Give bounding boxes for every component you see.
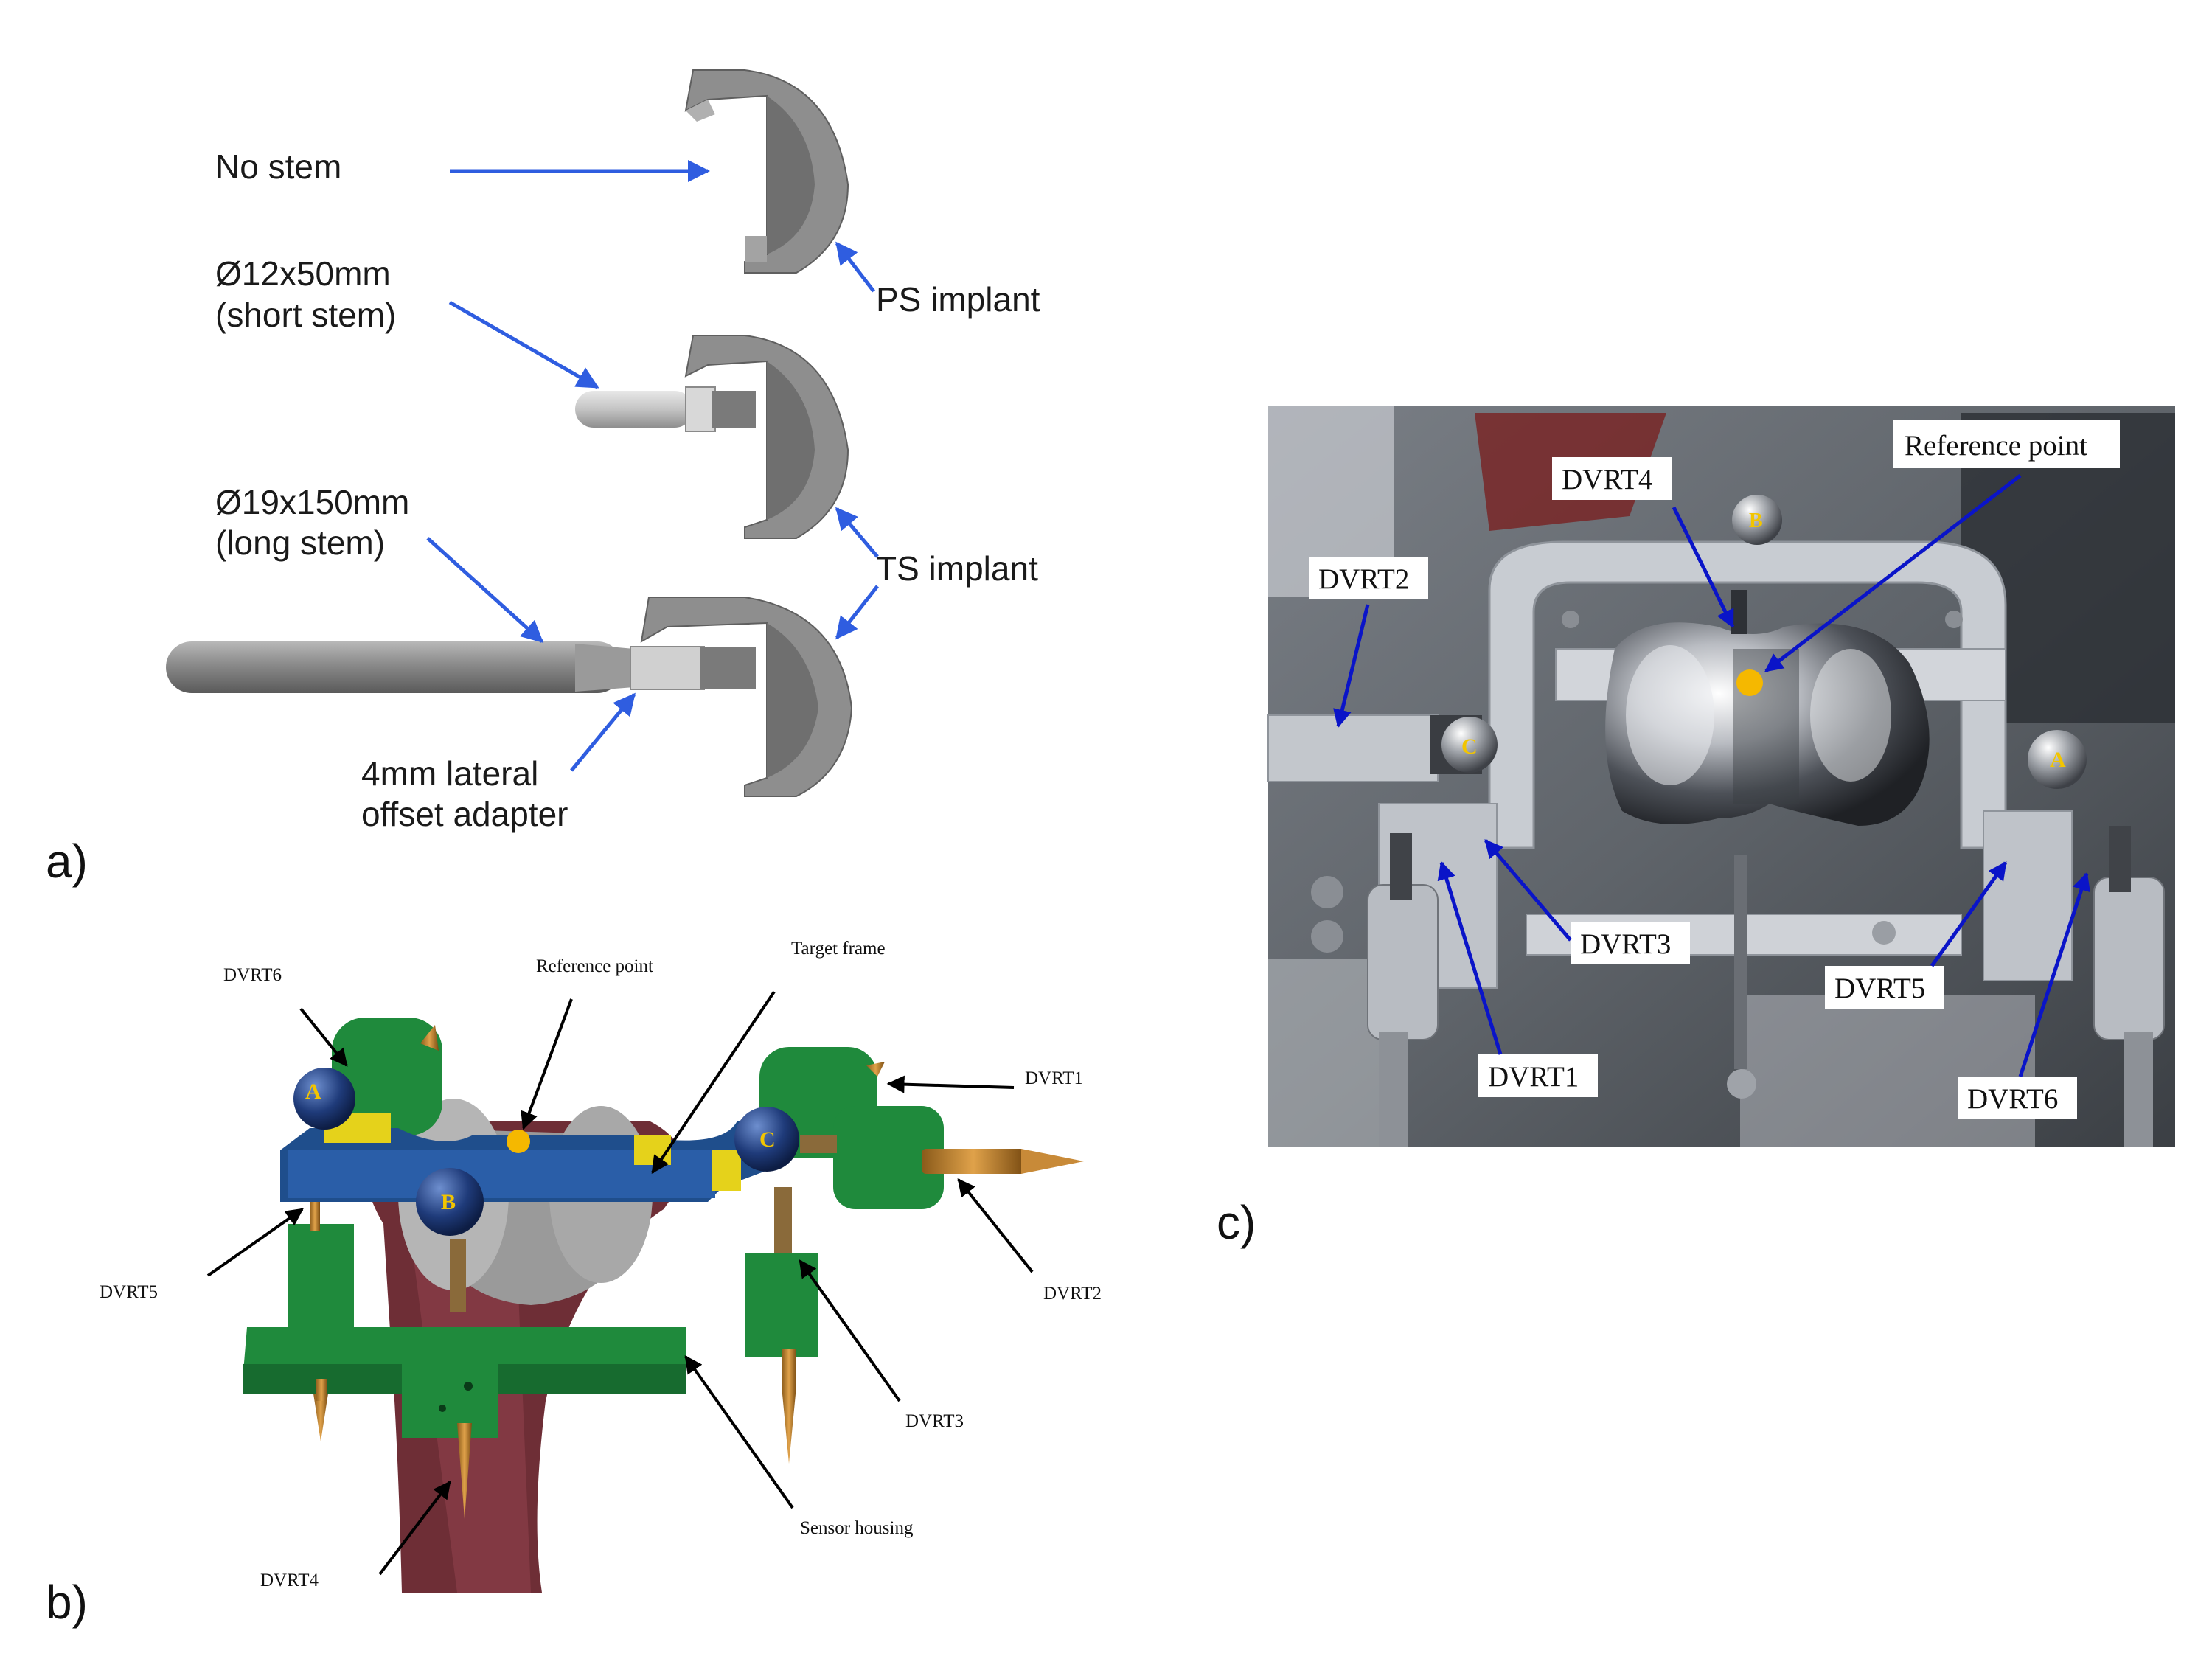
arrow-long-stem	[426, 537, 544, 644]
arrow-ts-implant-2	[835, 585, 879, 640]
label-c-dvrt5: DVRT5	[1834, 973, 1925, 1004]
label-b-dvrt2: DVRT2	[1043, 1284, 1102, 1304]
label-no-stem: No stem	[215, 147, 341, 186]
label-ts-implant: TS implant	[876, 549, 1038, 588]
arrow-short-stem	[448, 300, 599, 389]
chrome-femoral-component	[1605, 622, 1930, 826]
ball-c-model	[734, 1107, 799, 1172]
label-b-dvrt5: DVRT5	[100, 1282, 158, 1302]
label-c-dvrt6: DVRT6	[1967, 1083, 2058, 1115]
label-long-stem-dim: Ø19x150mm	[215, 483, 409, 521]
ts-implant-short-stem	[575, 335, 849, 539]
ball-b-letter: B	[441, 1190, 456, 1214]
ball-a-photo-letter: A	[2050, 748, 2066, 772]
label-b-target-frame: Target frame	[791, 939, 886, 959]
arrow-adapter	[570, 692, 636, 772]
ball-b-model	[416, 1168, 484, 1236]
label-adapter-line1: 4mm lateral	[361, 754, 538, 793]
label-long-stem-desc: (long stem)	[215, 524, 385, 562]
ball-b-photo-letter: B	[1749, 509, 1763, 532]
label-b-reference-point: Reference point	[536, 956, 653, 976]
label-b-dvrt6: DVRT6	[223, 965, 282, 985]
label-c-dvrt4: DVRT4	[1562, 464, 1652, 495]
ball-a-model	[293, 1068, 355, 1130]
label-b-sensor-housing: Sensor housing	[800, 1518, 914, 1538]
label-b-dvrt3: DVRT3	[905, 1411, 964, 1431]
label-short-stem-desc: (short stem)	[215, 296, 396, 334]
label-b-dvrt4: DVRT4	[260, 1571, 319, 1590]
label-ps-implant: PS implant	[876, 280, 1040, 319]
reference-point-photo-dot	[1736, 669, 1763, 696]
reference-point-dot	[507, 1130, 530, 1153]
ball-a-letter: A	[305, 1079, 321, 1104]
panel-b: A B C DVRT6 Reference point Target frame…	[46, 939, 1102, 1629]
panel-c: C B A DVRT4 Reference point DVRT2 DVRT3 …	[1217, 406, 2175, 1249]
label-b-dvrt1: DVRT1	[1025, 1068, 1083, 1088]
panel-a: No stem Ø12x50mm (short stem) PS implant…	[46, 69, 1040, 888]
panel-label-c: c)	[1217, 1196, 1256, 1249]
ball-c-photo	[1441, 717, 1498, 773]
ball-a-photo	[2028, 730, 2087, 789]
ps-implant-no-stem	[684, 69, 849, 274]
label-c-reference-point: Reference point	[1905, 430, 2087, 462]
sensor-housing-model	[243, 1018, 944, 1438]
label-c-dvrt2: DVRT2	[1318, 563, 1409, 595]
panel-label-b: b)	[46, 1576, 88, 1629]
spring-b	[450, 1239, 466, 1312]
label-adapter-line2: offset adapter	[361, 795, 568, 833]
label-short-stem-dim: Ø12x50mm	[215, 254, 391, 293]
panel-label-a: a)	[46, 835, 88, 888]
label-c-dvrt1: DVRT1	[1488, 1061, 1579, 1093]
ball-c-letter: C	[759, 1127, 776, 1152]
ts-implant-long-stem	[166, 597, 853, 797]
ball-c-photo-letter: C	[1461, 734, 1478, 759]
arrow-ts-implant-1	[835, 507, 879, 558]
arrow-ps-implant	[835, 241, 875, 293]
photo-label-boxes	[1309, 420, 2120, 1119]
label-c-dvrt3: DVRT3	[1580, 928, 1671, 960]
ball-b-photo	[1732, 495, 1782, 545]
